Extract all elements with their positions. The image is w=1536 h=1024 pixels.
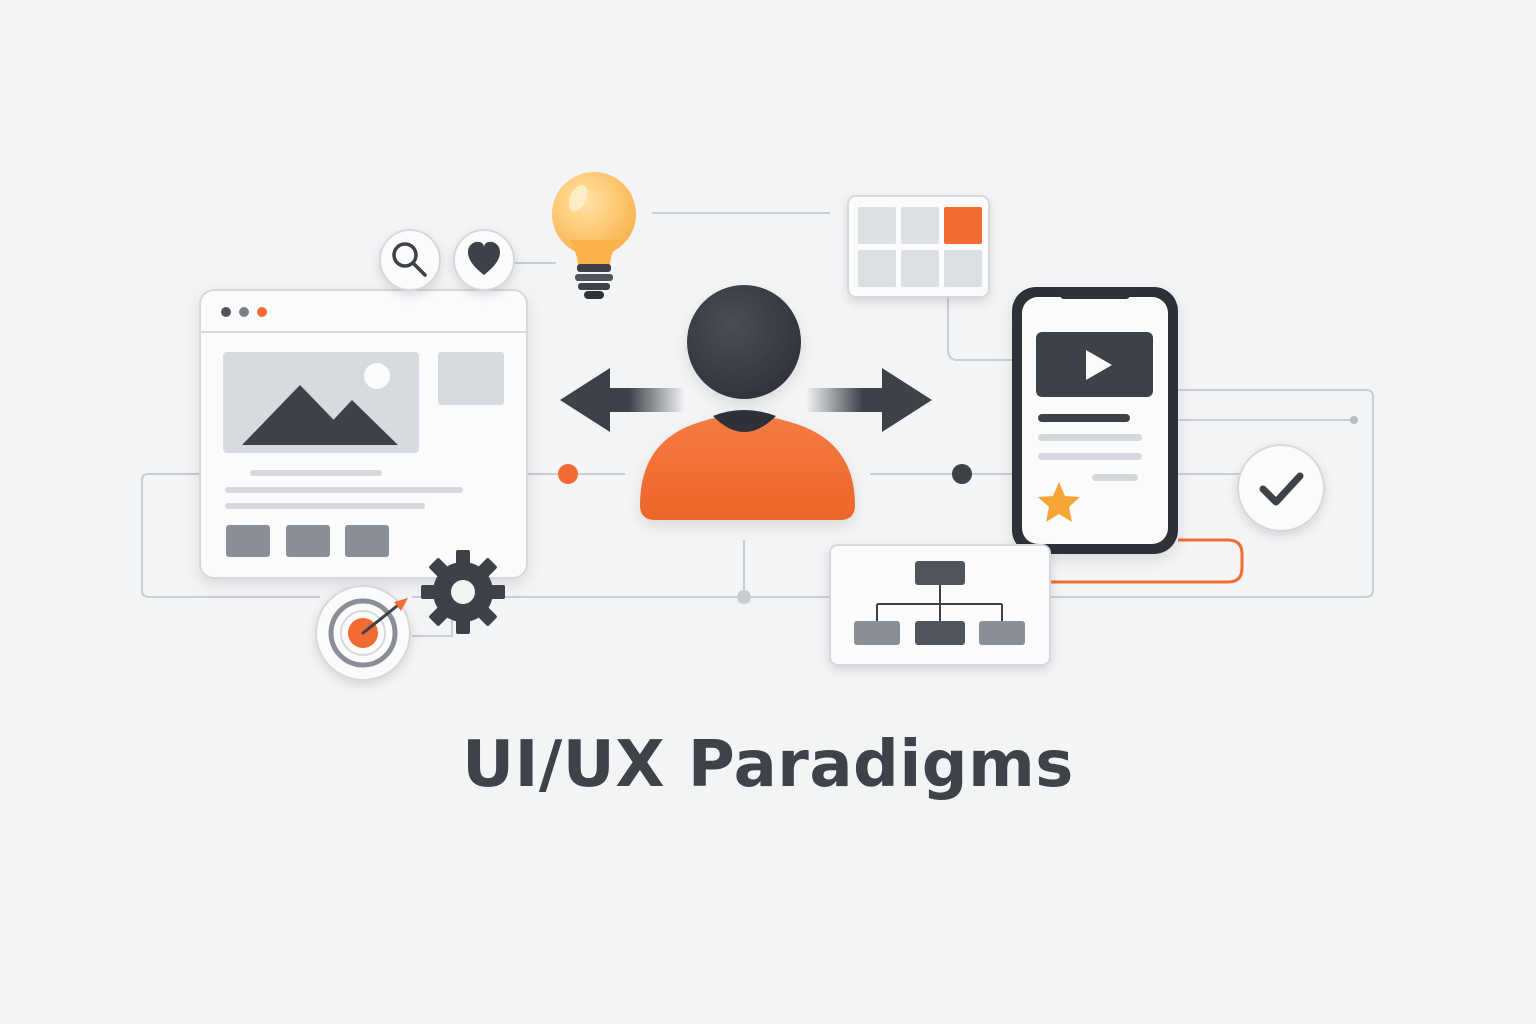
image-placeholder-icon: [223, 352, 419, 453]
connector-dot-right-end: [1350, 416, 1358, 424]
text-line: [1038, 434, 1142, 441]
connector-dot-orange: [558, 464, 578, 484]
connector-dot-gray: [737, 590, 751, 604]
lightbulb-icon: [552, 172, 636, 299]
hierarchy-icon: [829, 544, 1051, 666]
grid-layout-icon: [847, 195, 990, 298]
mobile-phone: [1012, 287, 1178, 554]
check-button[interactable]: [1237, 444, 1325, 532]
thumbnail-button-2[interactable]: [286, 525, 330, 557]
target-icon: [315, 585, 411, 681]
heart-icon: [468, 241, 500, 275]
magnifier-icon: [392, 242, 427, 277]
window-dot-1: [221, 307, 231, 317]
window-dot-3: [257, 307, 267, 317]
window-dot-2: [239, 307, 249, 317]
text-line: [1038, 453, 1142, 460]
text-line: [1038, 414, 1130, 422]
page-title: UI/UX Paradigms: [462, 728, 1074, 802]
star-icon: [1038, 482, 1080, 522]
text-line: [225, 503, 425, 509]
text-line: [225, 487, 463, 493]
gear-icon: [421, 550, 505, 634]
connector-dot-dark: [952, 464, 972, 484]
browser-window: [199, 289, 528, 579]
thumbnail-button-3[interactable]: [345, 525, 389, 557]
play-icon: [1086, 350, 1112, 380]
search-button[interactable]: [379, 229, 441, 291]
orange-connector: [1046, 538, 1244, 584]
checkmark-icon: [1259, 472, 1304, 506]
text-line: [1092, 474, 1138, 481]
side-block: [438, 352, 504, 405]
text-line: [250, 470, 382, 476]
person-icon: [640, 285, 855, 520]
double-arrow-icon: [560, 368, 932, 432]
favorite-button[interactable]: [453, 229, 515, 291]
play-button[interactable]: [1036, 332, 1153, 397]
thumbnail-button-1[interactable]: [226, 525, 270, 557]
